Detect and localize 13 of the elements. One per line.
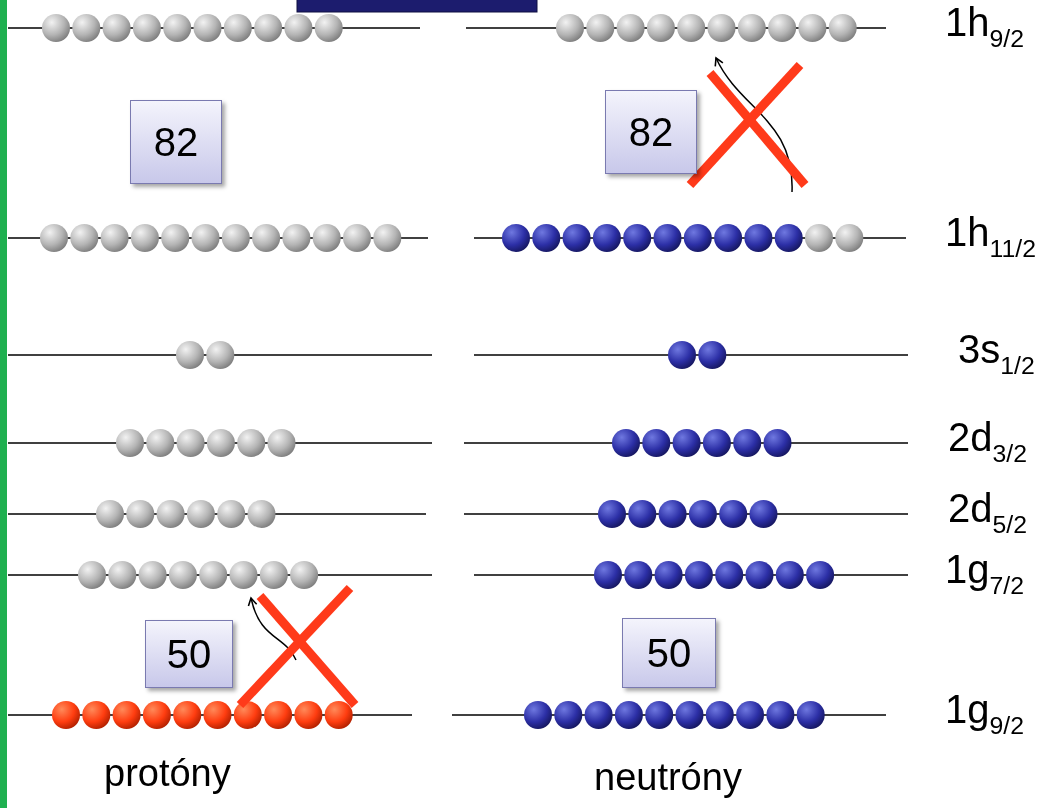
level-label: 1h$_{9/2}$	[945, 2, 1024, 52]
magic-number-box: 50	[622, 618, 716, 688]
level-label: 2d$_{3/2}$	[948, 417, 1027, 467]
magic-number-box: 50	[145, 620, 233, 688]
magic-number-box: 82	[130, 100, 222, 184]
magic-number-box: 82	[605, 90, 697, 174]
level-label: 3s$_{1/2}$	[958, 329, 1035, 379]
level-label: 1h$_{11/2}$	[945, 212, 1036, 262]
column-caption: protóny	[104, 752, 231, 795]
level-label: 1g$_{9/2}$	[945, 689, 1024, 739]
level-label: 2d$_{5/2}$	[948, 488, 1027, 538]
column-caption: neutróny	[594, 756, 742, 799]
level-label: 1g$_{7/2}$	[945, 549, 1024, 599]
